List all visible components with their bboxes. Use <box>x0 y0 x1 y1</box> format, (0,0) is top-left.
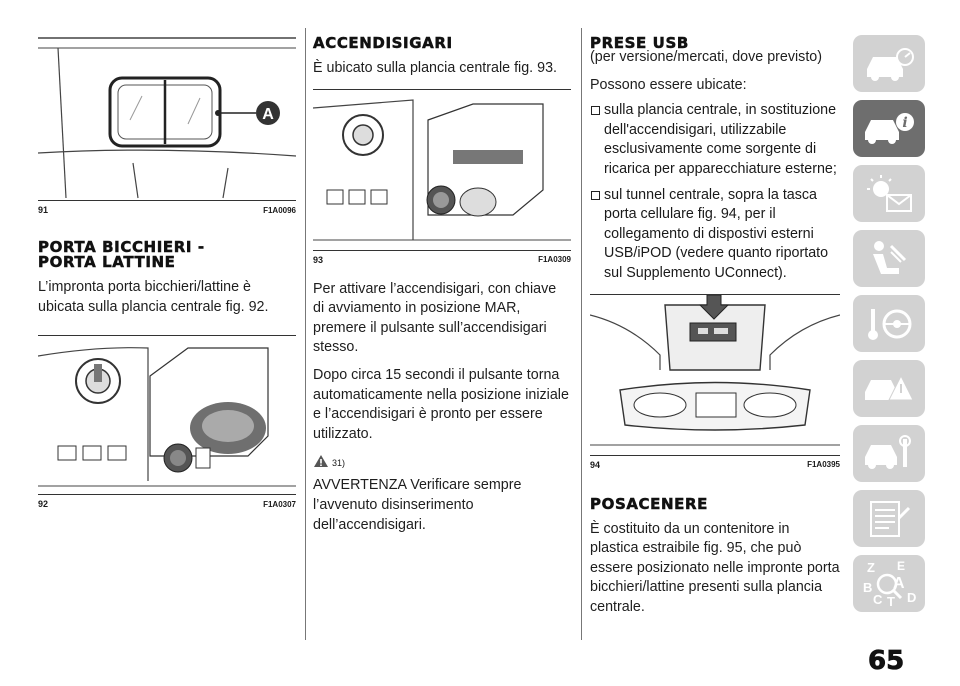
instruction-paragraph: Per attivare l’accendisigari, con chiave… <box>313 280 557 356</box>
tab-starting-driving[interactable] <box>853 295 925 352</box>
section-title: ACCENDISIGARI <box>313 34 453 52</box>
figure-91-caption: 91 F1A0096 <box>38 204 296 216</box>
figure-94 <box>589 293 841 456</box>
figure-number: 91 <box>38 205 49 215</box>
figure-94-caption: 94 F1A0395 <box>590 459 840 471</box>
specifications-list-icon <box>870 500 911 537</box>
rear-window-illustration: A <box>37 37 297 199</box>
tab-index[interactable]: Z E A B C T D <box>853 555 925 612</box>
index-letter: D <box>907 590 916 605</box>
section-paragraph: È costituito da un contenitore in plasti… <box>590 520 840 615</box>
section-paragraph: È ubicato sulla plancia centrale fig. 93… <box>313 60 557 76</box>
list-item: sulla plancia centrale, in sostituzione … <box>590 101 840 179</box>
section-title: POSACENERE <box>590 494 709 513</box>
section-title: PORTA BICCHIERI - PORTA LATTINE <box>38 238 296 271</box>
section-title: PRESE USB <box>590 34 689 52</box>
warning-number: 31) <box>332 458 346 469</box>
warning-text: AVVERTENZA Verificare sempre l’avvenuto … <box>313 477 522 533</box>
figure-91: A <box>37 28 297 201</box>
figure-code: F1A0096 <box>263 205 296 215</box>
index-search-icon: Z E A B C T D <box>863 559 916 609</box>
index-letter: B <box>863 580 872 595</box>
tab-safety[interactable] <box>853 230 925 287</box>
car-wrench-icon <box>865 434 911 469</box>
figure-92-caption: 92 F1A0307 <box>38 498 296 510</box>
column-divider <box>305 28 306 640</box>
figure-number: 92 <box>38 499 49 510</box>
tab-warning-lights[interactable] <box>853 165 925 222</box>
figure-code: F1A0307 <box>263 499 296 509</box>
cupholder-dashboard-illustration <box>37 347 296 487</box>
figure-code: F1A0309 <box>538 255 571 265</box>
tab-maintenance[interactable] <box>853 425 925 482</box>
svg-text:i: i <box>902 115 907 131</box>
tab-specifications[interactable] <box>853 490 925 547</box>
index-letter: C <box>873 592 883 607</box>
index-letter: T <box>887 594 895 609</box>
usb-intro: Possono essere ubicate: <box>590 76 747 93</box>
column-3: PRESE USB (per versione/mercati, dove pr… <box>589 34 841 618</box>
figure-code: F1A0395 <box>807 460 840 470</box>
key-steering-wheel-icon <box>868 308 912 340</box>
list-item: sul tunnel centrale, sopra la tasca port… <box>590 186 840 284</box>
callout-label: A <box>262 106 274 123</box>
figure-number: 94 <box>590 459 601 470</box>
figure-93 <box>312 88 571 251</box>
callout-badge <box>256 101 280 125</box>
column-divider <box>581 28 582 640</box>
usb-subtitle: (per versione/mercati, dove previsto) <box>590 49 823 65</box>
car-info-icon: i <box>865 112 914 144</box>
figure-92 <box>37 335 296 496</box>
tab-emergency[interactable] <box>853 360 925 417</box>
usb-heading: PRESE USB <box>590 34 840 52</box>
car-warning-triangle-icon <box>865 374 914 400</box>
figure-number: 93 <box>313 254 324 265</box>
car-dashboard-icon <box>867 47 914 81</box>
index-letter: Z <box>867 560 875 575</box>
warning-light-message-icon <box>867 174 912 212</box>
page-number: 65 <box>868 646 905 677</box>
timing-paragraph: Dopo circa 15 secondi il pulsante torna … <box>313 366 569 442</box>
usb-tunnel-illustration <box>589 294 841 446</box>
figure-93-caption: 93 F1A0309 <box>313 254 571 266</box>
section-paragraph: L’impronta porta bicchieri/lattine è ubi… <box>38 279 269 315</box>
title-line-2: PORTA LATTINE <box>38 253 176 271</box>
tab-car-info[interactable]: i <box>853 100 925 157</box>
warning-reference: 31) <box>313 450 571 468</box>
seat-airbag-icon <box>873 240 907 274</box>
column-2: ACCENDISIGARI È ubicato sulla plancia ce… <box>312 34 571 535</box>
title-line-1: PORTA BICCHIERI - <box>38 238 205 256</box>
chapter-sidebar: i <box>853 35 925 620</box>
tab-dashboard[interactable] <box>853 35 925 92</box>
index-letter: E <box>897 559 905 573</box>
warning-triangle-icon <box>314 455 328 468</box>
cigarette-lighter-illustration <box>312 98 571 241</box>
usb-locations-list: sulla plancia centrale, in sostituzione … <box>590 101 840 283</box>
column-1: A 91 F1A0096 PORTA BICCHIERI - PORTA LAT… <box>37 28 297 510</box>
